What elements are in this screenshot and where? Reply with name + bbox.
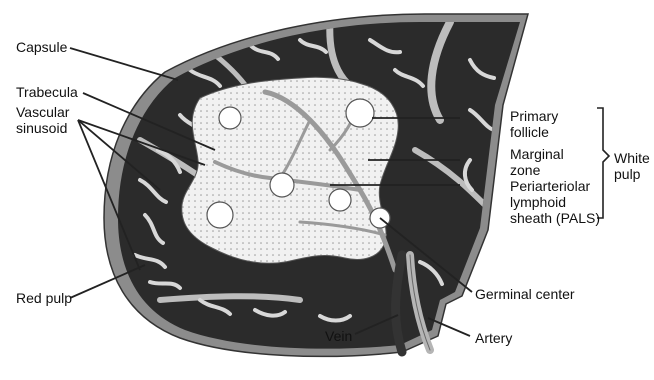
marginal-zone-label: Marginal zone [510, 146, 564, 178]
trabecula-label: Trabecula [16, 84, 78, 100]
primary-follicle-label: Primary follicle [510, 108, 558, 140]
vascular-sinusoid-label: Vascular sinusoid [16, 104, 69, 136]
pals-label: Periarteriolar lymphoid sheath (PALS) [510, 178, 600, 226]
artery-label: Artery [475, 330, 512, 346]
capsule-label: Capsule [16, 39, 67, 55]
red-pulp-label: Red pulp [16, 290, 72, 306]
germinal-center-label: Germinal center [475, 286, 575, 302]
vein-label: Vein [325, 328, 352, 344]
white-pulp-label: White pulp [614, 150, 650, 182]
